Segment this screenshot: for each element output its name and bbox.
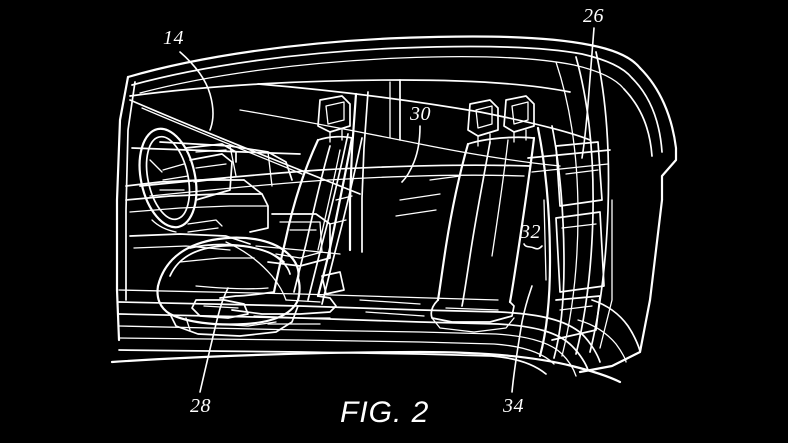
- reference-numeral-28: 28: [190, 395, 211, 417]
- leader-lines-group: [179, 27, 595, 393]
- leader-line-14: [179, 51, 214, 131]
- leader-line-34: [511, 285, 533, 393]
- front-passenger-seat: [156, 236, 301, 337]
- dashboard-group: [125, 141, 341, 267]
- leader-line-26: [581, 27, 595, 159]
- steering-wheel: [138, 127, 237, 233]
- reference-numeral-34: 34: [503, 395, 524, 417]
- rear-seats: [359, 95, 536, 333]
- rocker-sill-panel: [110, 289, 622, 384]
- figure-caption: FIG. 2: [340, 396, 430, 429]
- leader-line-32: [523, 243, 543, 250]
- leader-line-28: [199, 287, 229, 393]
- rear-quarter-panel: [555, 51, 641, 363]
- reference-numeral-32: 32: [520, 221, 541, 243]
- reference-numeral-26: 26: [583, 5, 604, 27]
- leader-line-30: [401, 125, 421, 183]
- reference-numeral-30: 30: [410, 103, 431, 125]
- front-driver-seat: [219, 95, 363, 325]
- reference-numeral-14: 14: [163, 27, 184, 49]
